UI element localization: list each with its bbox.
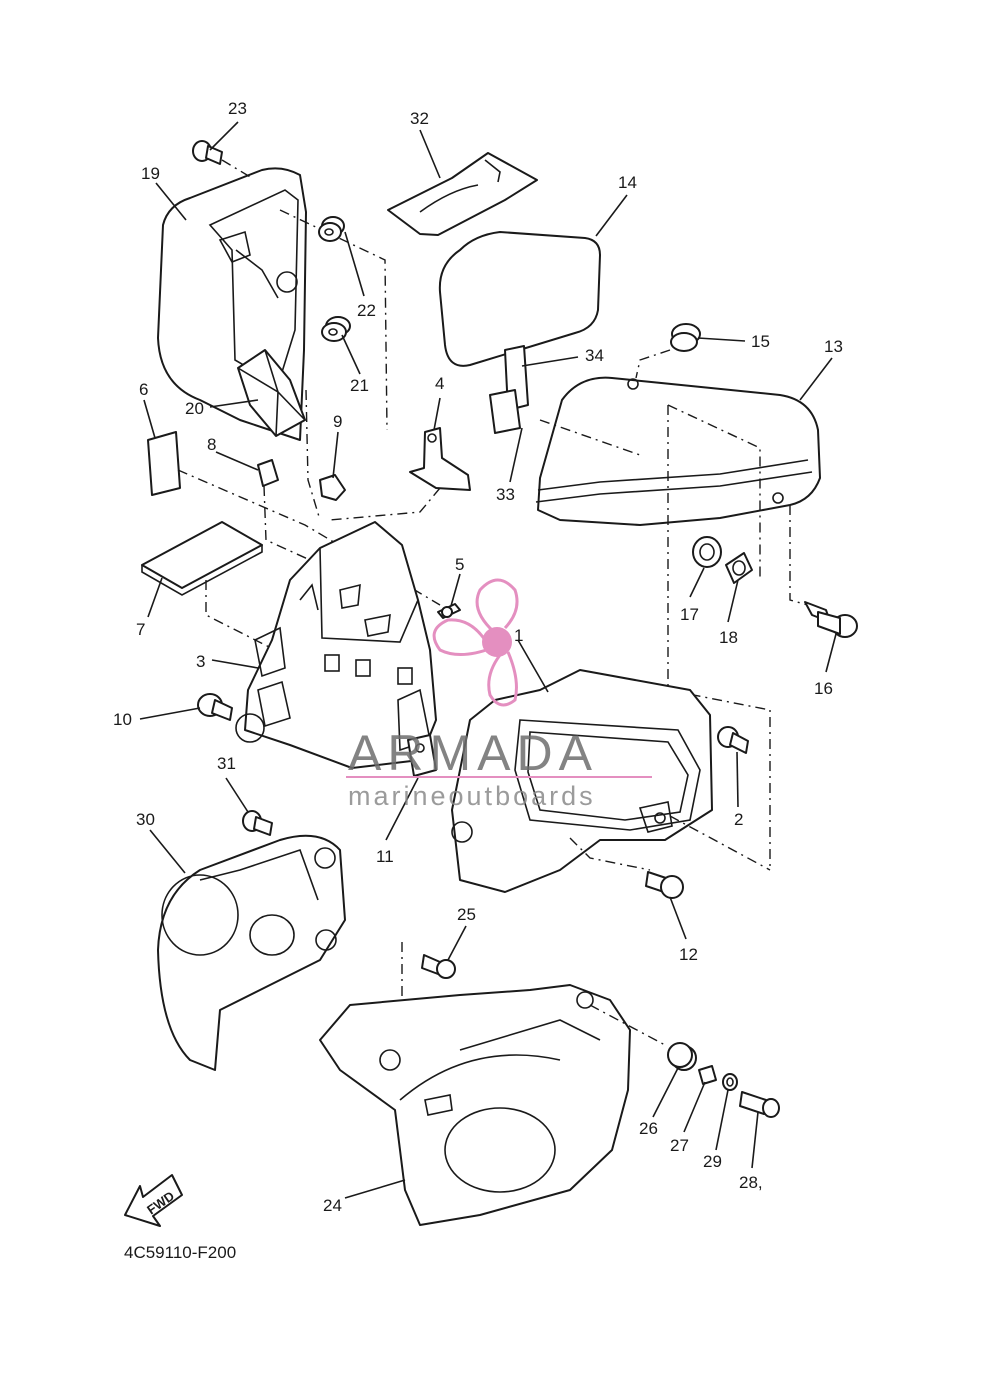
part-27-collar	[698, 1065, 717, 1085]
callout-26: 26	[639, 1119, 658, 1138]
part-28-bolt	[739, 1091, 780, 1118]
callout-10: 10	[113, 710, 132, 729]
callout-15: 15	[751, 332, 770, 351]
callout-28: 28,	[739, 1173, 763, 1192]
part-29-washer	[722, 1073, 738, 1091]
callout-30: 30	[136, 810, 155, 829]
armada-watermark: ARMADA marineoutboards	[346, 578, 652, 811]
callout-24: 24	[323, 1196, 342, 1215]
part-5-pin	[437, 603, 461, 619]
part-1-case	[451, 669, 771, 893]
callout-12: 12	[679, 945, 698, 964]
callout-31: 31	[217, 754, 236, 773]
part-24-lower-cover	[319, 984, 666, 1226]
watermark-brand: ARMADA	[348, 725, 598, 781]
part-30-cover	[157, 834, 346, 1071]
callout-27: 27	[670, 1136, 689, 1155]
leader-lines	[139, 121, 837, 1199]
callout-25: 25	[457, 905, 476, 924]
diagram-code: 4C59110-F200	[124, 1243, 236, 1262]
callout-29: 29	[703, 1152, 722, 1171]
watermark-tagline: marineoutboards	[348, 781, 596, 811]
callout-18: 18	[719, 628, 738, 647]
callout-14: 14	[618, 173, 637, 192]
callout-34: 34	[585, 346, 604, 365]
part-23-bolt	[192, 140, 253, 179]
part-32-pad	[387, 152, 538, 236]
fwd-arrow-icon: FWD	[124, 1174, 183, 1227]
part-7-pad	[141, 521, 276, 651]
part-31-bolt	[242, 810, 273, 836]
callout-17: 17	[680, 605, 699, 624]
callout-1: 1	[514, 626, 523, 645]
part-15-grommet	[635, 323, 701, 379]
callout-20: 20	[185, 399, 204, 418]
callout-5: 5	[455, 555, 464, 574]
callout-22: 22	[357, 301, 376, 320]
part-21-grommet	[321, 316, 351, 342]
callout-19: 19	[141, 164, 160, 183]
callout-3: 3	[196, 652, 205, 671]
callout-21: 21	[350, 376, 369, 395]
part-16-screw	[804, 601, 858, 638]
part-9-clip	[305, 389, 346, 521]
callout-9: 9	[333, 412, 342, 431]
callout-23: 23	[228, 99, 247, 118]
callout-33: 33	[496, 485, 515, 504]
part-26-grommet	[667, 1042, 697, 1071]
part-2-bolt	[717, 726, 749, 754]
part-8-block	[257, 459, 311, 561]
part-12-bolt	[645, 871, 684, 899]
callout-4: 4	[435, 374, 444, 393]
part-33-pad	[489, 389, 521, 434]
part-4-bracket	[329, 427, 471, 521]
part-20-damper	[237, 349, 306, 437]
part-22-grommet	[318, 216, 345, 242]
part-14-cover-plate	[438, 231, 601, 367]
callout-11: 11	[376, 847, 394, 866]
propeller-logo-icon	[432, 578, 519, 707]
callout-2: 2	[734, 810, 743, 829]
callout-7: 7	[136, 620, 145, 639]
part-3-bracket	[235, 521, 437, 769]
callout-13: 13	[824, 337, 843, 356]
callout-6: 6	[139, 380, 148, 399]
part-10-bolt	[197, 693, 233, 721]
callout-8: 8	[207, 435, 216, 454]
part-17-collar	[692, 536, 722, 568]
callout-labels: 23 19 32 14 22 21 20 6 8 9 4 15 13 34 33…	[113, 99, 843, 1215]
callout-16: 16	[814, 679, 833, 698]
callout-32: 32	[410, 109, 429, 128]
part-13-side-cover	[535, 376, 821, 870]
part-18-nut	[725, 552, 753, 584]
part-11-clip	[407, 734, 437, 777]
